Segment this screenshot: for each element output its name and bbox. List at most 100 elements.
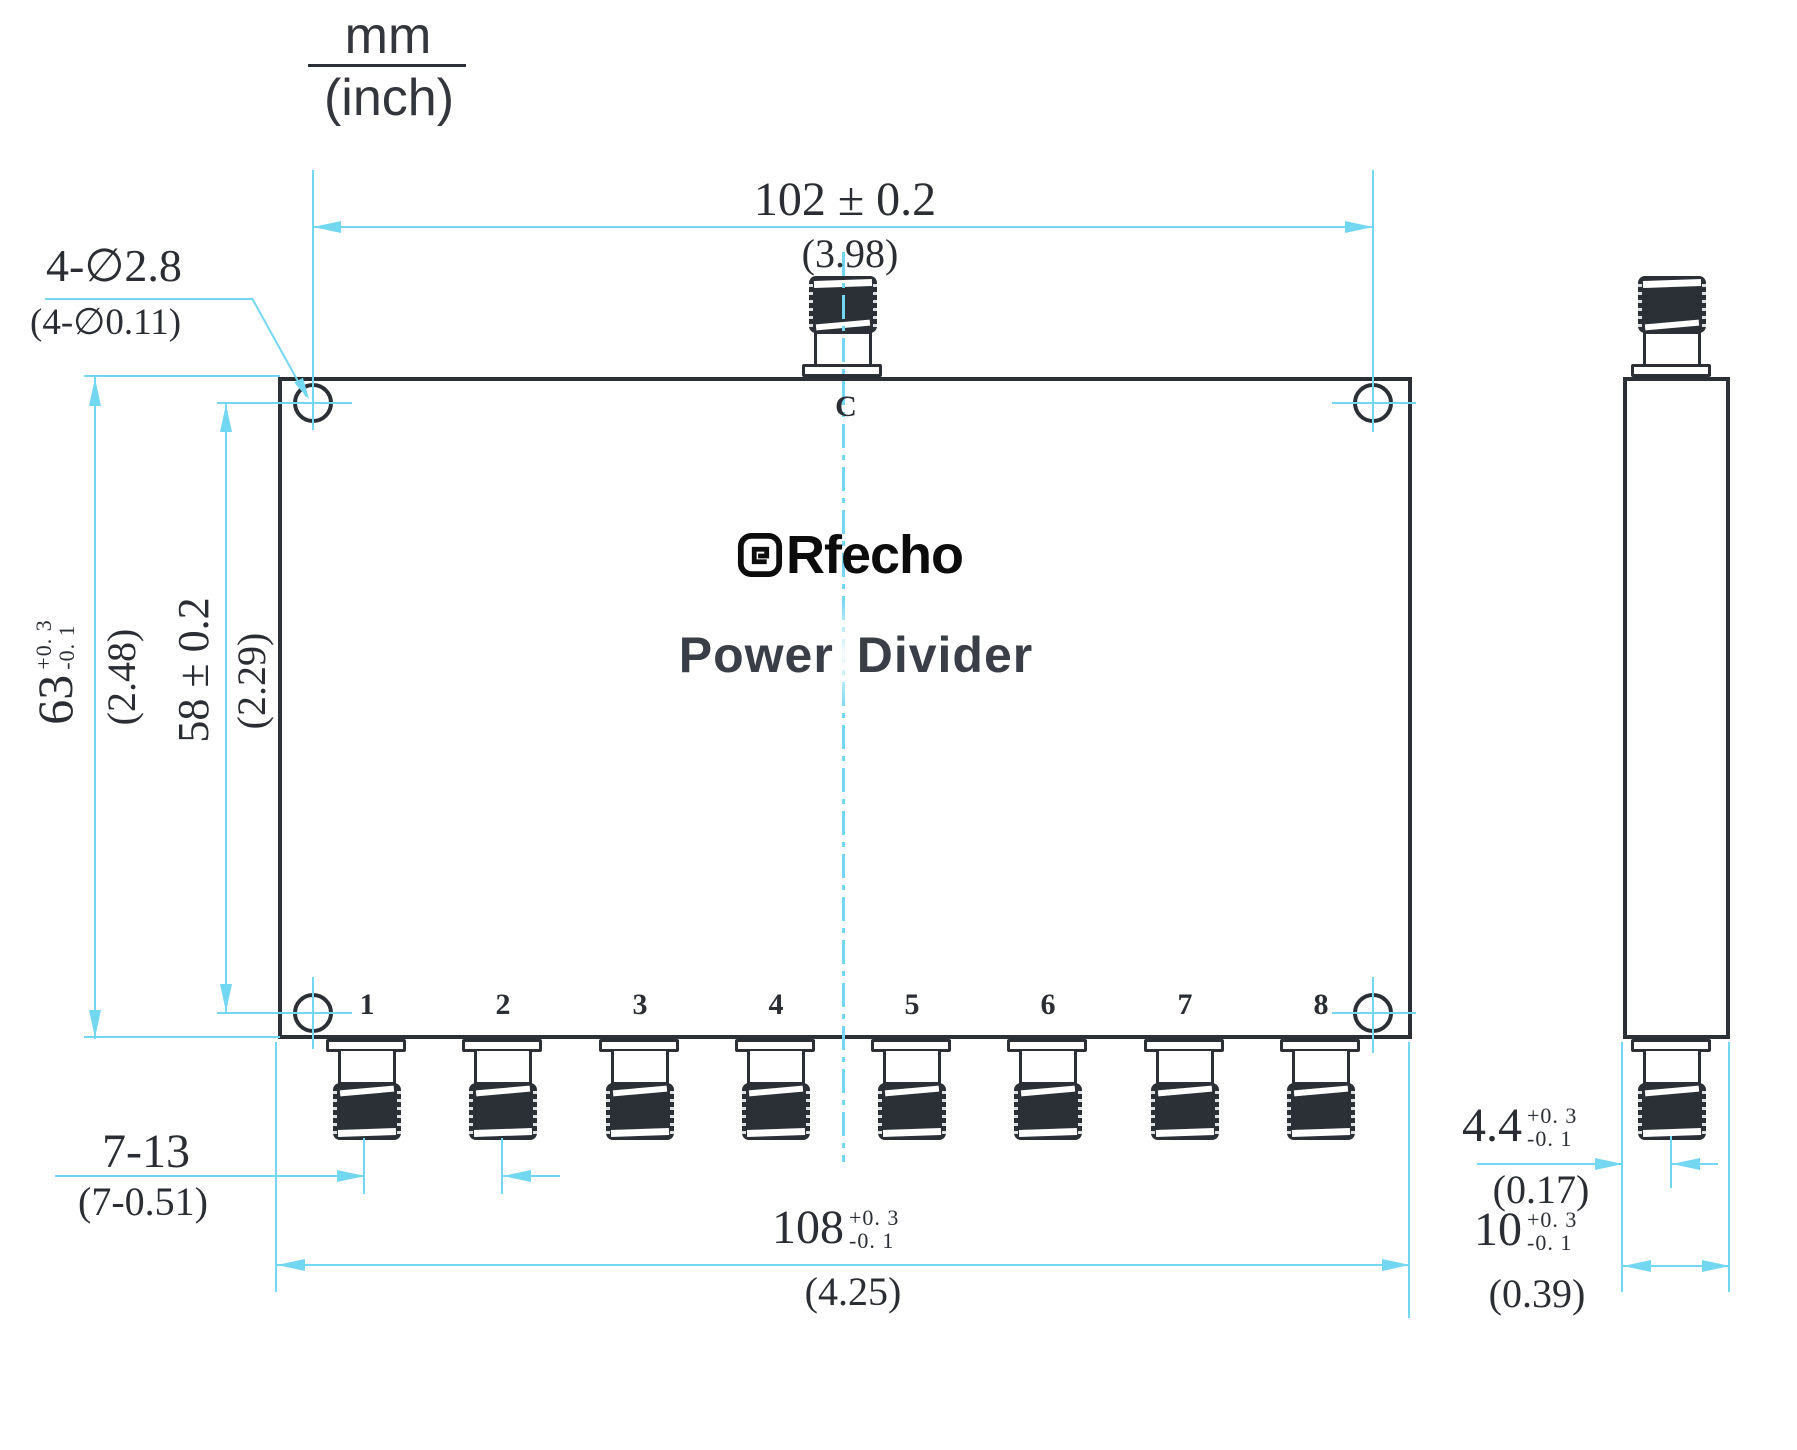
tolerance-minus: -0. 1: [1527, 1230, 1573, 1256]
dim-port-spacing-mm: 7-13: [102, 1125, 190, 1178]
connector-flange: [871, 1039, 951, 1052]
port-label-1: 1: [359, 988, 375, 1021]
extension-line: [275, 1042, 277, 1292]
sma-connector-port4: [734, 1039, 818, 1140]
arrow-right-icon: [1702, 1260, 1730, 1272]
tolerance-minus: -0. 1: [849, 1228, 895, 1254]
extension-line: [84, 1036, 280, 1038]
port-label-2: 2: [495, 988, 511, 1021]
port-label-4: 4: [768, 988, 784, 1021]
tolerance-stack: +0. 3 -0. 1: [1527, 1102, 1577, 1150]
connector-flange: [735, 1039, 815, 1052]
dim-connector-offset-mm: 4.4 +0. 3 -0. 1: [1462, 1099, 1577, 1152]
brand-logo: Rfecho: [737, 524, 964, 586]
hole-crosshair: [1332, 402, 1416, 404]
sma-connector-port5: [870, 1039, 954, 1140]
connector-thread: [742, 1083, 810, 1140]
extension-line: [1621, 1042, 1623, 1292]
port-label-7: 7: [1177, 988, 1193, 1021]
arrow-left-icon: [503, 1170, 531, 1182]
extension-line: [363, 1138, 365, 1194]
connector-flange: [1280, 1039, 1360, 1052]
dim-value: 108: [772, 1201, 844, 1254]
port-label-3: 3: [632, 988, 648, 1021]
connector-flange: [1007, 1039, 1087, 1052]
dim-mounting-holes-inch: (4-∅0.11): [30, 302, 182, 343]
dim-overall-height-inch: (2.48): [99, 628, 144, 726]
leader-line: [45, 298, 253, 300]
tolerance-plus: +0. 3: [31, 619, 56, 670]
connector-neck: [611, 1051, 669, 1085]
port-label-6: 6: [1040, 988, 1056, 1021]
extension-line: [1408, 1042, 1410, 1318]
dim-hole-spacing-h-mm: 102 ± 0.2: [753, 173, 937, 226]
arrow-down-icon: [220, 984, 232, 1012]
connector-neck: [474, 1051, 532, 1085]
dim-mounting-holes-mm: 4-∅2.8: [46, 240, 182, 291]
dimension-line: [313, 226, 1373, 228]
connector-neck: [338, 1051, 396, 1085]
unit-fraction-line: [308, 64, 466, 67]
extension-line: [312, 170, 314, 430]
unit-note-inch: (inch): [323, 69, 455, 127]
extension-line: [1670, 1136, 1672, 1188]
dim-value: 4.4: [1462, 1099, 1522, 1152]
connector-thread: [1638, 276, 1706, 333]
dim-overall-height-mm: 63 +0. 3 -0. 1: [27, 619, 83, 725]
tolerance-stack: +0. 3 -0. 1: [30, 619, 80, 670]
sma-connector-port3: [598, 1039, 682, 1140]
arrow-right-icon: [1382, 1259, 1410, 1271]
connector-flange: [1631, 1039, 1711, 1052]
tolerance-stack: +0. 3 -0. 1: [1527, 1206, 1577, 1254]
dim-overall-width-inch: (4.25): [804, 1269, 902, 1314]
arrow-up-icon: [89, 378, 101, 406]
arrow-up-icon: [220, 404, 232, 432]
highlight-artifact: [824, 598, 862, 710]
sma-connector-port7: [1143, 1039, 1227, 1140]
port-label-5: 5: [904, 988, 920, 1021]
dimension-line: [55, 1175, 365, 1177]
brand-name: Rfecho: [785, 525, 964, 585]
dimension-line: [1623, 1265, 1730, 1267]
connector-thread: [606, 1083, 674, 1140]
extension-line: [501, 1138, 503, 1194]
dimension-line: [1477, 1163, 1623, 1165]
arrow-right-icon: [1595, 1158, 1623, 1170]
connector-flange: [326, 1039, 406, 1052]
tolerance-minus: -0. 1: [54, 624, 80, 670]
connector-flange: [1631, 364, 1711, 377]
connector-thread: [469, 1083, 537, 1140]
dimension-line: [277, 1264, 1410, 1266]
connector-thread: [1287, 1083, 1355, 1140]
dim-port-spacing-inch: (7-0.51): [78, 1179, 208, 1224]
dim-hole-spacing-v-inch: (2.29): [229, 632, 274, 730]
arrow-left-icon: [1672, 1158, 1700, 1170]
tolerance-plus: +0. 3: [1527, 1207, 1578, 1232]
dim-overall-width-mm: 108 +0. 3 -0. 1: [772, 1201, 900, 1254]
tolerance-plus: +0. 3: [849, 1205, 900, 1230]
product-title: Power Divider: [678, 627, 1034, 683]
connector-flange: [1144, 1039, 1224, 1052]
sma-connector-side-bottom: [1630, 1039, 1714, 1140]
extension-line: [1372, 170, 1374, 432]
connector-thread: [1638, 1083, 1706, 1140]
dim-connector-offset-inch: (0.17): [1492, 1167, 1590, 1212]
sma-connector-port1: [325, 1039, 409, 1140]
arrow-left-icon: [313, 221, 341, 233]
connector-thread: [878, 1083, 946, 1140]
hole-crosshair: [217, 402, 352, 404]
dimension-line: [94, 377, 96, 1039]
connector-neck: [1292, 1051, 1350, 1085]
dim-value: 63: [27, 674, 83, 725]
dim-value: 10: [1474, 1203, 1522, 1256]
connector-neck: [1156, 1051, 1214, 1085]
hole-crosshair: [1332, 1012, 1416, 1014]
square-spiral-logo-icon: [737, 532, 783, 578]
extension-line: [1728, 1042, 1730, 1292]
connector-neck: [1643, 1051, 1701, 1085]
sma-connector-port2: [461, 1039, 545, 1140]
connector-neck: [747, 1051, 805, 1085]
arrow-left-icon: [1623, 1260, 1651, 1272]
sma-connector-port6: [1006, 1039, 1090, 1140]
